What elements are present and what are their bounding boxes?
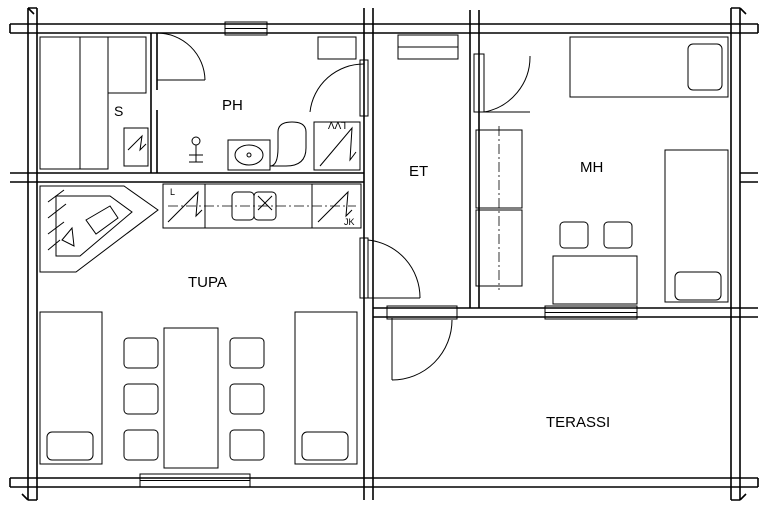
- exterior-walls: [9, 7, 759, 501]
- fixture-freezer: JK: [344, 217, 355, 227]
- room-label-hall: ET: [409, 163, 428, 180]
- room-label-living: TUPA: [188, 274, 227, 291]
- hall: ET: [397, 34, 459, 180]
- sauna: S: [39, 36, 149, 170]
- living-room: L JK TUPA: [39, 183, 362, 469]
- windows: [139, 21, 638, 488]
- room-label-terrace: TERASSI: [546, 414, 610, 431]
- interior-walls: [10, 8, 758, 500]
- bathroom: LVV PH: [189, 36, 361, 171]
- room-label-bathroom: PH: [222, 97, 243, 114]
- room-label-bedroom: MH: [580, 159, 603, 176]
- room-label-sauna: S: [114, 103, 123, 119]
- doors: [156, 32, 531, 381]
- terrace: TERASSI: [546, 414, 610, 431]
- fixture-washing-machine: LVV: [328, 119, 346, 130]
- bedroom: MH: [475, 36, 729, 305]
- fixture-fridge: L: [170, 187, 175, 197]
